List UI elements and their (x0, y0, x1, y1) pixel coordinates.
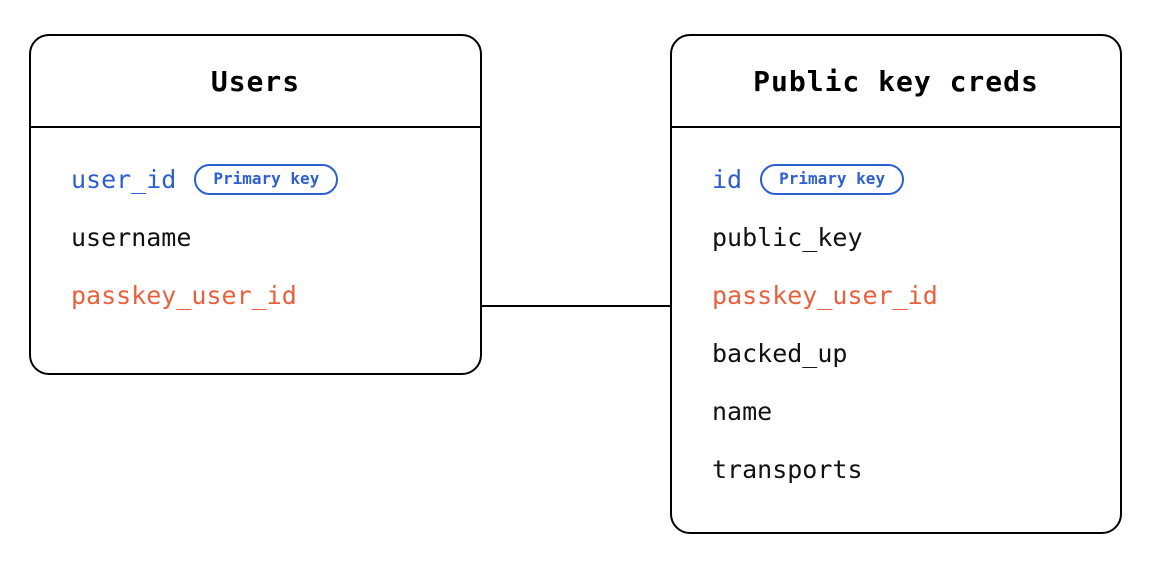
field-row[interactable]: transports (672, 440, 1120, 498)
field-row[interactable]: name (672, 382, 1120, 440)
relationship-connector-users-public-key-creds (482, 305, 670, 307)
entity-box-public-key-creds[interactable]: Public key creds id Primary key public_k… (670, 34, 1122, 534)
field-name-user-id: user_id (71, 164, 177, 194)
field-row[interactable]: user_id Primary key (31, 150, 480, 208)
primary-key-badge-label: Primary key (779, 169, 886, 188)
field-name-username: username (71, 222, 192, 252)
field-name-public-key: public_key (712, 222, 863, 252)
field-row[interactable]: id Primary key (672, 150, 1120, 208)
field-name-name: name (712, 396, 773, 426)
entity-field-list-users: user_id Primary key username passkey_use… (31, 128, 480, 324)
entity-title-public-key-creds: Public key creds (753, 64, 1039, 98)
field-row[interactable]: backed_up (672, 324, 1120, 382)
field-row[interactable]: passkey_user_id (672, 266, 1120, 324)
field-name-passkey-user-id: passkey_user_id (71, 280, 297, 310)
primary-key-badge: Primary key (760, 163, 905, 195)
field-name-transports: transports (712, 454, 863, 484)
entity-box-users[interactable]: Users user_id Primary key username passk… (29, 34, 482, 375)
field-name-passkey-user-id: passkey_user_id (712, 280, 938, 310)
field-name-id: id (712, 164, 743, 194)
field-row[interactable]: public_key (672, 208, 1120, 266)
entity-title-users: Users (210, 64, 301, 98)
field-name-backed-up: backed_up (712, 338, 848, 368)
field-row[interactable]: username (31, 208, 480, 266)
primary-key-badge: Primary key (194, 163, 339, 195)
primary-key-badge-label: Primary key (213, 169, 320, 188)
entity-header-public-key-creds: Public key creds (672, 36, 1120, 128)
entity-header-users: Users (31, 36, 480, 128)
entity-field-list-public-key-creds: id Primary key public_key passkey_user_i… (672, 128, 1120, 498)
field-row[interactable]: passkey_user_id (31, 266, 480, 324)
